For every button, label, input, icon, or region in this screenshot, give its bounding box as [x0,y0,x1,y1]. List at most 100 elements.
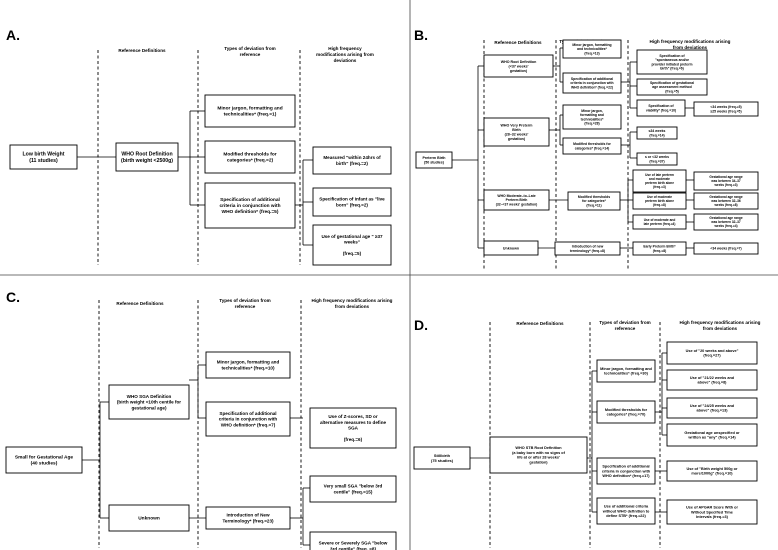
box-outline [666,499,758,525]
box-text-line: ≥25 weeks (freq.=5) [710,109,741,113]
box-outline [636,78,708,96]
box-text-line: Gestational age range [709,175,743,179]
box-text-line: Gestational age range [709,195,743,199]
box-text-line: Early Preterm Birth* [643,245,676,249]
box-text-line: (<37 weeks' [509,64,529,68]
box-text-line: (75 studies) [431,458,454,463]
box-outline [483,117,550,147]
box-text-line: above" (freq.=8) [698,381,728,385]
box-d-r1: WHO STB Root Definition(a baby born with… [489,436,588,474]
box-text-line: (freq.=13) [584,51,599,55]
box-text-line: Use of moderate and [644,218,676,222]
box-outline [636,152,678,166]
box-text-line: Specification of additional [219,411,276,416]
box-text-line: Unknown [138,516,160,522]
box-outline [205,506,291,530]
box-text-line: Intervals (freq.=3) [696,515,728,519]
box-b-h3a: <34 weeks (freq.=5)≥25 weeks (freq.=5) [693,101,759,117]
box-text-line: for categories* [582,199,606,203]
box-text-line: Very small SGA "below 3rd [324,484,383,489]
box-outline [666,423,758,447]
box-text-line: WHO Root Definition [501,60,537,64]
box-text-line: WHO STB Root Definition [515,446,562,450]
connectors [77,47,694,546]
box-outline [204,94,296,128]
box-c-r1: WHO SGA Definition(birth weight <10th ce… [108,384,190,420]
box-text: Preterm Birth(50 studies) [423,156,446,165]
box-text: Early Preterm Birth*(freq.=8) [643,245,676,253]
header-line: Types of deviation from [224,46,275,51]
box-text: Unknown [138,516,160,522]
box-outline [636,99,686,117]
panel-label-d: D. [414,317,428,333]
header-line: Types of deviation from [599,320,650,325]
box-text-line: formatting and [580,113,604,117]
box-outline [666,397,758,419]
box-text-line: Use of "20 weeks and above" [686,349,739,353]
box-text-line: birth" (freq.=2) [336,161,368,166]
box-text: Unknown [503,246,519,250]
box-b-h9a: <34 weeks (freq.=7) [693,242,759,255]
box-text: Use of "20 weeks and above"(freq.=27) [686,349,739,358]
box-d-h1: Use of "20 weeks and above"(freq.=27) [666,341,758,365]
box-text: Low birth Weight(11 studies) [23,152,65,165]
box-outline [596,359,656,383]
box-text-line: Severe or Severely SGA "below [319,541,388,546]
header-line: deviations [334,58,357,63]
box-text-line: Minor jargon, formatting and [600,367,652,371]
box-b-h4: ≤34 weeks(freq.=14) [636,126,678,140]
box-text-line: criteria in conjunction with [602,469,651,473]
box-b-r1: WHO Root Definition(<37 weeks'gestation) [483,54,554,78]
box-text-line: born" (freq.=2) [336,202,368,207]
box-text-line: (freq.=14) [649,133,664,137]
box-outline [632,169,687,193]
box-outline [108,504,190,532]
header-b-reference: Reference Definitions [494,40,542,45]
box-outline [693,213,759,231]
box-outline [636,126,678,140]
box-text-line: Modified thresholds [578,195,610,199]
box-text-line: above" (freq.=13) [696,409,728,413]
box-text-line: Use of Z-scores, SD or [328,414,377,419]
dashed-separators [97,40,661,548]
box-outline [693,242,759,255]
box-text-line: Specification of gestational [650,81,694,85]
box-text-line: Modified thresholds for [223,152,276,158]
box-text-line: gestation) [510,69,528,73]
box-text-line: was between 32–37 [710,220,741,224]
box-outline [489,436,588,474]
box-text-line: Birth [512,128,520,132]
box-text-line: Specification of additional [571,77,613,81]
box-outline [596,497,656,525]
box-outline [312,146,392,175]
box-outline [204,182,296,229]
box-text-line: Modified thresholds for [605,408,648,412]
